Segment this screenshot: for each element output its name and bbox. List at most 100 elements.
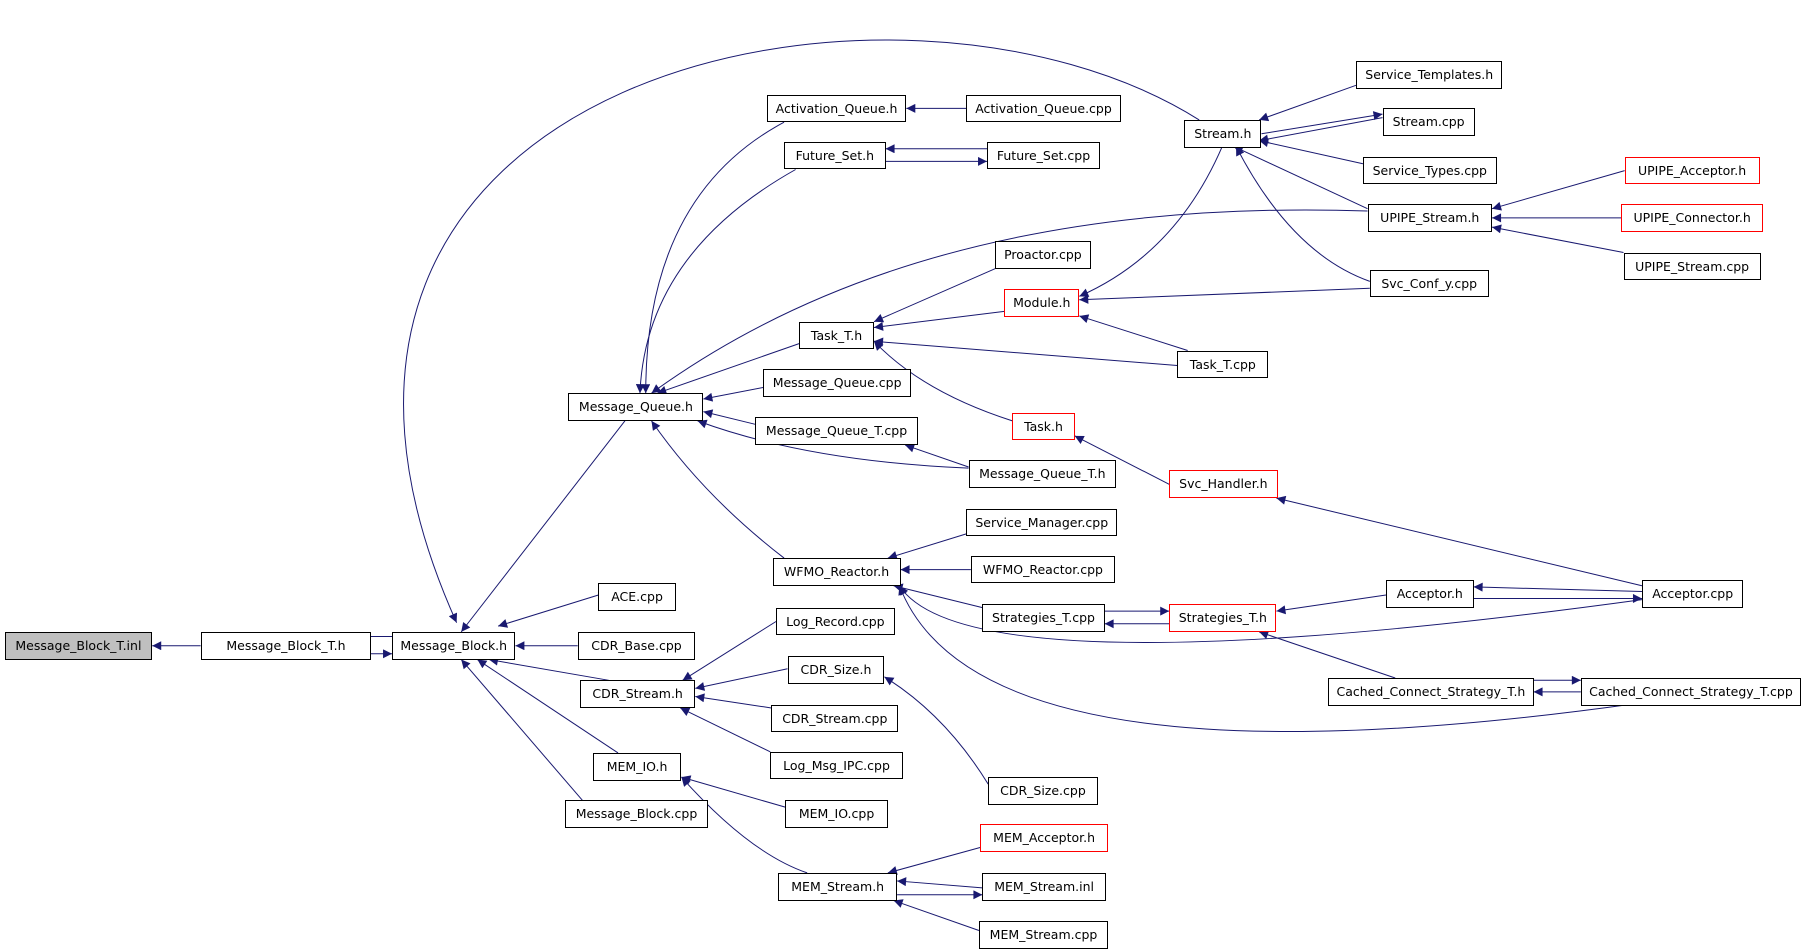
edge-service_manager_cpp-to-wfmo_reactor_h <box>887 533 967 560</box>
node-acceptor-h[interactable]: Acceptor.h <box>1385 579 1474 608</box>
node-ace-cpp[interactable]: ACE.cpp <box>598 583 676 612</box>
node-message-queue-h[interactable]: Message_Queue.h <box>568 393 704 421</box>
node-message-block-cpp[interactable]: Message_Block.cpp <box>565 800 708 828</box>
node-mem-io-h[interactable]: MEM_IO.h <box>592 752 682 781</box>
node-future-set-h[interactable]: Future_Set.h <box>784 141 886 170</box>
node-task-t-cpp[interactable]: Task_T.cpp <box>1177 350 1269 379</box>
node-service-types-cpp[interactable]: Service_Types.cpp <box>1362 156 1497 185</box>
edge-message_block_cpp-to-message_block_h <box>460 659 583 801</box>
edge-log_record_cpp-to-cdr_stream_h <box>682 621 777 681</box>
edge-message_queue_t_h-to-message_queue_h <box>697 419 969 469</box>
edge-mem_io_cpp-to-mem_io_h <box>681 775 786 808</box>
node-upipe-connector-h[interactable]: UPIPE_Connector.h <box>1621 204 1764 232</box>
node-acceptor-cpp[interactable]: Acceptor.cpp <box>1641 579 1744 608</box>
edge-acceptor_cpp-to-acceptor_h <box>1473 582 1642 593</box>
edge-cdr_size_cpp-to-cdr_size_h <box>884 676 989 785</box>
edge-upipe_acceptor_h-to-upipe_stream_h <box>1491 170 1625 211</box>
node-message-block-t-h[interactable]: Message_Block_T.h <box>200 631 372 660</box>
node-stream-cpp[interactable]: Stream.cpp <box>1382 108 1475 137</box>
edge-acceptor_cpp-to-wfmo_reactor_h <box>898 585 1643 643</box>
node-message-queue-t-cpp[interactable]: Message_Queue_T.cpp <box>755 417 918 446</box>
edge-stream_h-to-message_block_h <box>403 39 1200 623</box>
edge-message_queue_cpp-to-message_queue_h <box>703 386 764 402</box>
edge-stream_cpp-to-stream_h <box>1259 117 1383 144</box>
edge-strategies_t_cpp-to-wfmo_reactor_h <box>893 583 983 609</box>
edge-proactor_cpp-to-task_t_h <box>873 268 996 323</box>
node-cdr-base-cpp[interactable]: CDR_Base.cpp <box>577 631 696 660</box>
edge-cached_connect_strategy_t_cpp-to-wfmo_reactor_h <box>898 585 1638 733</box>
node-service-manager-cpp[interactable]: Service_Manager.cpp <box>966 508 1118 537</box>
node-upipe-acceptor-h[interactable]: UPIPE_Acceptor.h <box>1624 156 1760 185</box>
edge-future_set_h-to-message_queue_h <box>635 169 796 394</box>
node-log-msg-ipc-cpp[interactable]: Log_Msg_IPC.cpp <box>770 751 903 780</box>
edge-upipe_stream_cpp-to-upipe_stream_h <box>1491 224 1624 254</box>
node-activation-queue-h[interactable]: Activation_Queue.h <box>766 94 907 123</box>
node-stream-h[interactable]: Stream.h <box>1184 119 1262 148</box>
edge-mem_stream_cpp-to-mem_stream_h <box>893 899 980 931</box>
node-message-queue-t-h[interactable]: Message_Queue_T.h <box>968 460 1117 488</box>
node-cached-connect-strategy-t-cpp[interactable]: Cached_Connect_Strategy_T.cpp <box>1580 678 1802 706</box>
node-svc-conf-y-cpp[interactable]: Svc_Conf_y.cpp <box>1369 269 1489 298</box>
node-mem-acceptor-h[interactable]: MEM_Acceptor.h <box>980 824 1109 853</box>
edge-stream_h-to-module_h <box>1079 146 1223 297</box>
node-cdr-stream-cpp[interactable]: CDR_Stream.cpp <box>771 704 899 733</box>
edge-cdr_size_h-to-cdr_stream_h <box>695 668 788 691</box>
node-cdr-size-cpp[interactable]: CDR_Size.cpp <box>988 777 1098 805</box>
node-mem-stream-h[interactable]: MEM_Stream.h <box>778 872 898 901</box>
edge-acceptor_cpp-to-svc_handler_h <box>1276 495 1643 587</box>
edge-message_queue_t_h-to-message_queue_t_cpp <box>904 443 969 468</box>
edge-svc_conf_y_cpp-to-module_h <box>1079 287 1370 304</box>
node-message-block-t-inl: Message_Block_T.inl <box>4 631 153 660</box>
node-upipe-stream-cpp[interactable]: UPIPE_Stream.cpp <box>1623 252 1761 281</box>
edge-service_types_cpp-to-stream_h <box>1259 138 1364 165</box>
node-svc-handler-h[interactable]: Svc_Handler.h <box>1169 470 1278 499</box>
edge-cdr_stream_cpp-to-cdr_stream_h <box>695 693 772 709</box>
edge-svc_handler_h-to-task_h <box>1074 435 1170 485</box>
edge-acceptor_h-to-strategies_t_h <box>1276 594 1387 615</box>
edge-mem_io_h-to-message_block_h <box>477 659 619 754</box>
edge-mem_acceptor_h-to-mem_stream_h <box>887 847 981 875</box>
edge-activation_queue_h-to-message_queue_h <box>641 121 785 394</box>
edge-module_h-to-task_t_h <box>873 310 1005 331</box>
node-strategies-t-h[interactable]: Strategies_T.h <box>1169 604 1277 632</box>
node-message-queue-cpp[interactable]: Message_Queue.cpp <box>763 368 911 397</box>
node-future-set-cpp[interactable]: Future_Set.cpp <box>987 141 1101 170</box>
edge-cached_connect_strategy_t_h-to-strategies_t_h <box>1258 630 1396 679</box>
node-task-t-h[interactable]: Task_T.h <box>799 321 874 350</box>
edge-message_queue_t_cpp-to-message_queue_h <box>703 409 756 425</box>
node-service-templates-h[interactable]: Service_Templates.h <box>1356 61 1503 89</box>
edge-task_t_cpp-to-module_h <box>1079 314 1188 352</box>
node-log-record-cpp[interactable]: Log_Record.cpp <box>776 607 895 636</box>
node-wfmo-reactor-h[interactable]: WFMO_Reactor.h <box>772 558 901 586</box>
node-upipe-stream-h[interactable]: UPIPE_Stream.h <box>1367 204 1493 232</box>
node-wfmo-reactor-cpp[interactable]: WFMO_Reactor.cpp <box>970 555 1115 584</box>
edge-ace_cpp-to-message_block_h <box>497 594 599 628</box>
edge-mem_stream_h-to-mem_io_h <box>681 776 808 874</box>
edge-svc_conf_y_cpp-to-stream_h <box>1235 146 1371 282</box>
node-proactor-cpp[interactable]: Proactor.cpp <box>995 240 1091 269</box>
edge-task_h-to-task_t_h <box>873 340 1013 422</box>
edge-mem_stream_inl-to-mem_stream_h <box>897 877 983 889</box>
node-cached-connect-strategy-t-h[interactable]: Cached_Connect_Strategy_T.h <box>1328 678 1534 706</box>
edge-upipe_stream_h-to-stream_h <box>1233 145 1368 210</box>
node-mem-io-cpp[interactable]: MEM_IO.cpp <box>785 800 888 828</box>
node-mem-stream-cpp[interactable]: MEM_Stream.cpp <box>978 921 1109 949</box>
edge-log_msg_ipc_cpp-to-cdr_stream_h <box>680 707 771 753</box>
edge-wfmo_reactor_h-to-message_queue_h <box>651 420 785 559</box>
node-message-block-h[interactable]: Message_Block.h <box>392 631 516 660</box>
node-module-h[interactable]: Module.h <box>1004 289 1080 318</box>
edge-upipe_stream_h-to-message_queue_h <box>651 209 1368 394</box>
node-cdr-stream-h[interactable]: CDR_Stream.h <box>579 680 696 708</box>
node-activation-queue-cpp[interactable]: Activation_Queue.cpp <box>966 94 1121 123</box>
node-strategies-t-cpp[interactable]: Strategies_T.cpp <box>982 604 1105 632</box>
node-task-h[interactable]: Task.h <box>1012 412 1075 441</box>
edge-task_t_h-to-message_queue_h <box>657 343 800 395</box>
node-mem-stream-inl[interactable]: MEM_Stream.inl <box>982 872 1106 901</box>
edge-stream_h-to-stream_cpp <box>1261 111 1383 135</box>
edge-cdr_stream_h-to-message_block_h <box>488 656 609 681</box>
edge-service_templates_h-to-stream_h <box>1258 84 1357 122</box>
edge-task_t_cpp-to-task_t_h <box>873 337 1178 367</box>
node-cdr-size-h[interactable]: CDR_Size.h <box>787 656 885 684</box>
edge-message_queue_h-to-message_block_h <box>460 420 626 633</box>
